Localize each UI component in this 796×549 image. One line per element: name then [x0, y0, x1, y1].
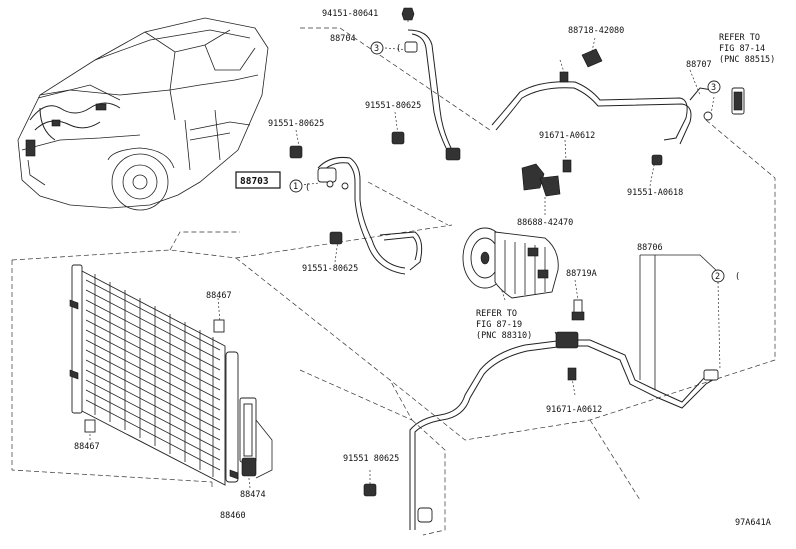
label-refer-fig-87-14-line2: FIG 87-14 — [719, 44, 765, 54]
part-labels: 94151-80641 88704 88718-42080 REFER TO F… — [74, 9, 775, 528]
label-91551-80625-top: 91551-80625 — [268, 119, 324, 129]
label-88703: 88703 — [240, 176, 269, 187]
callout-2 — [711, 269, 725, 283]
label-91551-a0618: 91551-A0618 — [627, 188, 683, 198]
small-parts — [84, 7, 745, 523]
part-88703-box — [235, 171, 281, 189]
label-91671-a0612-top: 91671-A0612 — [539, 131, 595, 141]
label-88474: 88474 — [240, 490, 266, 500]
label-88460: 88460 — [220, 511, 246, 521]
callout-2-text: 2 — [715, 272, 720, 282]
callout-3-right — [707, 80, 721, 94]
svg-text:(: ( — [735, 272, 740, 282]
vehicle-illustration — [17, 17, 269, 211]
label-91551-80625-bottom: 91551 80625 — [343, 454, 399, 464]
label-88467-top: 88467 — [206, 291, 232, 301]
callout-1-text: 1 — [293, 182, 298, 192]
callout-3-top-text: 3 — [374, 44, 379, 54]
label-88718-42080: 88718-42080 — [568, 26, 624, 36]
callouts: 3 3 1 2 — [289, 41, 725, 283]
label-91671-a0612-bottom: 91671-A0612 — [546, 405, 602, 415]
label-88706: 88706 — [637, 243, 663, 253]
label-88719a: 88719A — [566, 269, 597, 279]
label-88704: 88704 — [330, 34, 356, 44]
label-94151-80641: 94151-80641 — [322, 9, 378, 19]
callout-3-right-text: 3 — [711, 83, 716, 93]
label-88707: 88707 — [686, 60, 712, 70]
svg-text:(: ( — [396, 44, 401, 54]
compressor — [462, 227, 559, 299]
label-91551-80625-low: 91551-80625 — [302, 264, 358, 274]
label-refer-fig-87-19-line2: FIG 87-19 — [476, 320, 522, 330]
condenser — [69, 264, 273, 486]
label-88688-42470: 88688-42470 — [517, 218, 573, 228]
label-88467-bottom: 88467 — [74, 442, 100, 452]
label-refer-fig-87-19-line1: REFER TO — [476, 309, 517, 319]
label-refer-fig-87-14-line1: REFER TO — [719, 33, 760, 43]
svg-text:(: ( — [305, 183, 310, 193]
boundary-lines — [11, 27, 776, 536]
label-91551-80625-mid: 91551-80625 — [365, 101, 421, 111]
callout-3-top — [370, 41, 384, 55]
callout-1 — [289, 179, 303, 193]
diagram-code: 97A641A — [735, 518, 771, 528]
label-refer-fig-87-14-line3: (PNC 88515) — [719, 55, 775, 65]
label-refer-fig-87-19-line3: (PNC 88310) — [476, 331, 532, 341]
